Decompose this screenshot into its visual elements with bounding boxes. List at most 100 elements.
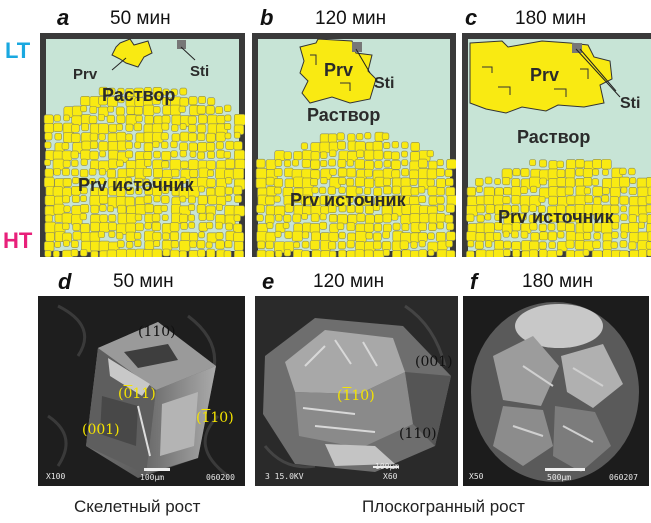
prv-grain xyxy=(320,250,331,257)
prv-grain xyxy=(151,248,163,257)
prv-grain xyxy=(391,151,400,160)
prv-step xyxy=(340,82,351,91)
prv-grain xyxy=(426,168,438,180)
prv-grain xyxy=(619,176,630,188)
prv-grain xyxy=(436,168,445,177)
prv-grain xyxy=(274,150,286,162)
prv-grain xyxy=(329,250,337,257)
prv-grain xyxy=(188,221,196,229)
prv-grain xyxy=(135,204,146,215)
prv-grain xyxy=(327,186,336,195)
prv-grain xyxy=(502,230,510,238)
prv-grain xyxy=(445,178,454,187)
sti-label: Sti xyxy=(374,75,395,92)
panel-c-schematic: Prv Sti Раствор Prv источник xyxy=(462,33,651,257)
prv-grain xyxy=(72,231,82,241)
prv-grain xyxy=(565,168,576,179)
prv-grain xyxy=(538,214,546,222)
prv-grain xyxy=(98,96,108,106)
prv-grain xyxy=(399,240,409,250)
prv-grain xyxy=(592,168,600,176)
prv-grain xyxy=(52,250,60,257)
prv-grain xyxy=(492,232,502,241)
prv-grain xyxy=(466,250,475,257)
prv-grain xyxy=(564,186,574,196)
prv-grain xyxy=(346,196,354,204)
prv-grain xyxy=(160,204,168,212)
panel-a-letter: a xyxy=(57,5,70,30)
prv-grain xyxy=(265,231,276,243)
prv-grain xyxy=(556,204,566,215)
sti-pointer xyxy=(579,48,617,92)
prv-grain xyxy=(383,223,392,233)
prv-grain xyxy=(483,195,494,206)
prv-grain xyxy=(265,159,277,170)
solution-label: Раствор xyxy=(307,105,381,125)
prv-grain xyxy=(162,88,170,96)
prv-grain xyxy=(79,213,87,221)
prv-grain xyxy=(609,187,621,198)
prv-grain xyxy=(338,249,347,257)
prv-grain xyxy=(43,176,55,188)
prv-grain xyxy=(347,214,358,224)
prv-grain xyxy=(556,249,563,257)
prv-grain xyxy=(205,105,215,115)
prv-grain xyxy=(629,249,640,257)
prv-grain xyxy=(188,132,197,142)
prv-grain xyxy=(382,213,392,223)
prv-grain xyxy=(216,149,225,159)
prv-grain xyxy=(445,186,456,197)
prv-grain xyxy=(391,160,401,170)
prv-grain xyxy=(206,212,215,221)
prv-grain xyxy=(328,241,337,250)
prv-grain xyxy=(179,250,188,257)
prv-grain xyxy=(70,240,79,248)
prv-grain xyxy=(116,159,124,167)
prv-grain xyxy=(169,231,179,241)
prv-label: Prv xyxy=(530,65,560,85)
prv-grain xyxy=(427,249,435,257)
prv-grain xyxy=(115,106,125,116)
prv-grain xyxy=(256,158,266,169)
prv-grain xyxy=(383,185,392,195)
prv-grain xyxy=(224,132,232,140)
prv-grain xyxy=(475,177,484,187)
prv-grain xyxy=(162,232,170,241)
panel-c-drawing xyxy=(462,33,651,257)
prv-grain xyxy=(337,141,346,150)
prv-grain xyxy=(503,240,512,249)
prv-grain xyxy=(382,249,390,257)
prv-grain xyxy=(198,95,206,104)
prv-grain xyxy=(206,132,216,143)
prv-grain xyxy=(161,214,169,221)
prv-grain xyxy=(44,159,51,166)
panel-c-letter: c xyxy=(465,5,478,30)
prv-grain xyxy=(475,249,487,257)
prv-grain xyxy=(445,203,455,213)
magnification-label: X100 xyxy=(46,472,66,481)
prv-grain xyxy=(364,132,372,140)
prv-grain xyxy=(427,185,438,196)
prv-grain xyxy=(144,115,154,125)
prv-grain xyxy=(197,132,206,141)
prv-grain xyxy=(466,186,476,197)
prv-grain xyxy=(301,231,310,239)
prv-grain xyxy=(437,204,445,212)
prv-grain xyxy=(98,123,109,135)
scale-bar xyxy=(144,468,170,471)
prv-grain xyxy=(436,159,444,167)
prv-grain xyxy=(436,213,446,223)
prv-grain xyxy=(142,167,152,177)
prv-grain xyxy=(629,177,637,185)
prv-grain xyxy=(117,87,125,95)
prv-grain xyxy=(401,223,410,232)
prv-grain xyxy=(170,240,179,249)
prv-grain xyxy=(511,230,519,239)
prv-grain xyxy=(310,159,321,170)
prv-grain xyxy=(548,160,558,170)
prv-grain xyxy=(223,151,231,159)
prv-grain xyxy=(161,239,173,251)
prv-grain xyxy=(187,115,197,125)
prv-grain xyxy=(273,168,283,177)
prv-grain xyxy=(206,221,214,230)
